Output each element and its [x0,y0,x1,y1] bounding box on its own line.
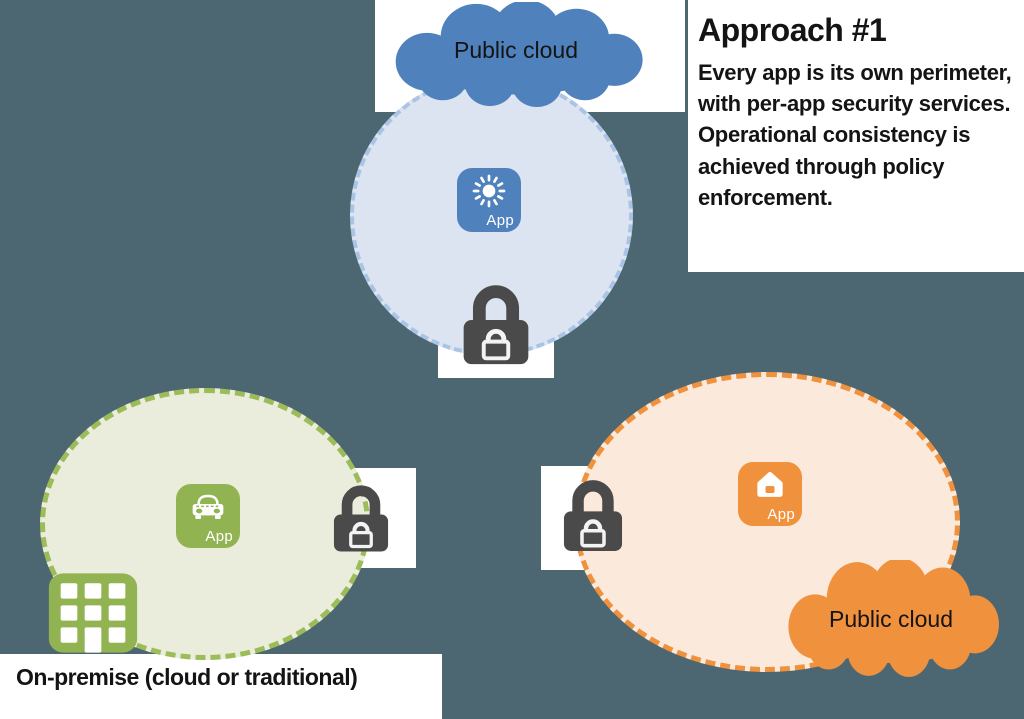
cloud-icon [788,560,999,677]
halo-annotation [688,0,1024,272]
annotation-block: Approach #1 Every app is its own perimet… [698,12,1020,213]
app-tile-green: App [176,484,240,548]
annotation-heading: Approach #1 [698,12,887,48]
on-premise-caption: On-premise (cloud or traditional) [16,664,358,690]
lock-icon-green [320,476,402,558]
public-cloud-orange-label: Public cloud [828,605,954,632]
building-icon [44,568,142,658]
app-tile-orange: App [738,462,802,526]
halo-caption [0,654,442,719]
annotation-body: Every app is its own perimeter, with per… [698,60,1012,210]
app-tile-blue: App [457,168,521,232]
car-icon [192,494,224,519]
lock-icon-blue [447,274,545,372]
app-tile-blue-label: App [486,212,514,229]
app-tile-orange-label: App [767,506,795,523]
cloud-icon [395,2,643,108]
public-cloud-blue-label: Public cloud [453,36,579,63]
house-icon [757,471,783,497]
lock-icon-orange [549,470,637,558]
public-cloud-shape-orange: Public cloud [775,560,1007,678]
sun-icon [472,174,506,208]
public-cloud-shape-blue: Public cloud [380,2,652,108]
app-tile-green-label: App [205,528,233,545]
